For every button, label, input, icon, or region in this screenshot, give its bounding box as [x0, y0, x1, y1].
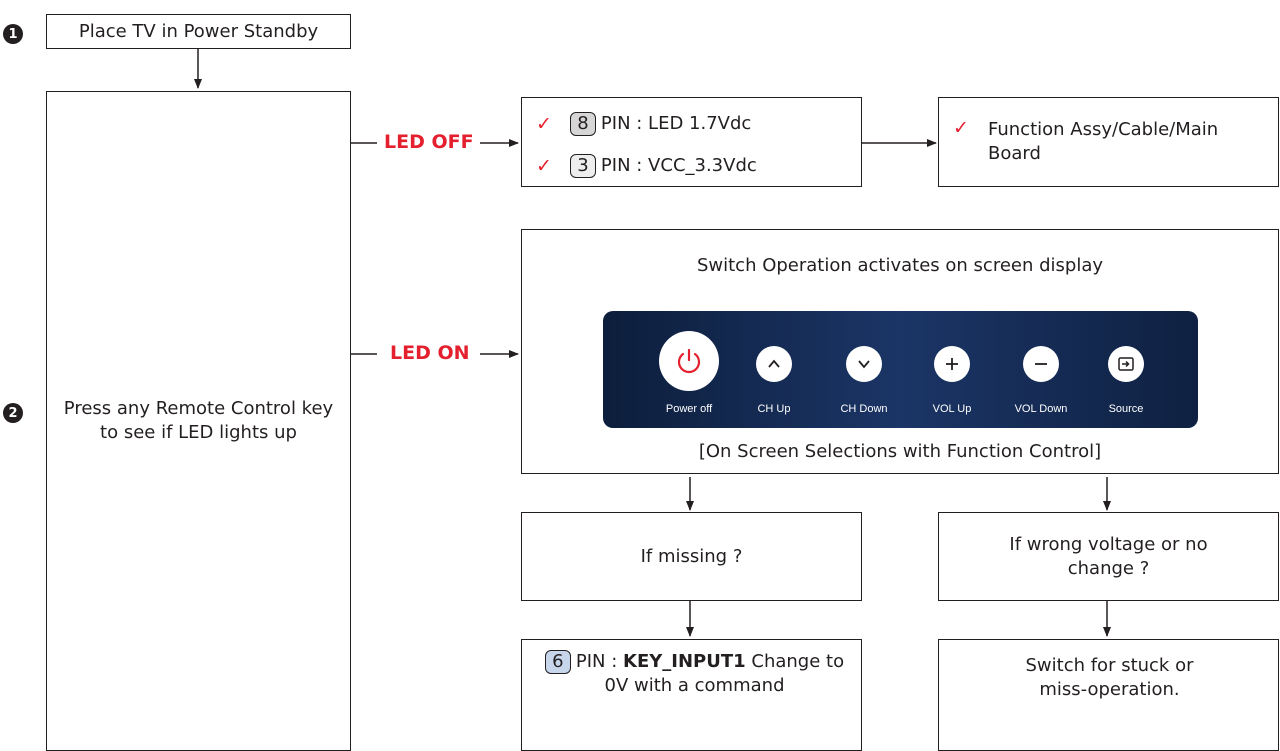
- remote-control-box-text: Press any Remote Control key to see if L…: [63, 398, 334, 443]
- standby-box-text: Place TV in Power Standby: [78, 20, 319, 42]
- remote-control-box: Press any Remote Control key to see if L…: [46, 91, 351, 751]
- plus-icon: [946, 358, 958, 370]
- chevron-up-icon: [768, 359, 780, 368]
- check-item-text: PIN : VCC_3.3Vdc: [600, 155, 757, 176]
- vol-up-button[interactable]: [934, 346, 970, 382]
- chevron-down-icon: [858, 360, 870, 369]
- on-screen-display-panel: Power off CH Up CH Down VOL Up VOL Down …: [603, 311, 1198, 428]
- switch-stuck-text: Switch for stuck or miss-operation.: [1025, 655, 1194, 700]
- power-off-label: Power off: [665, 403, 713, 415]
- check-icon: ✓: [536, 155, 552, 177]
- source-icon: [1118, 357, 1134, 371]
- standby-box: Place TV in Power Standby: [46, 14, 351, 49]
- ch-up-label: CH Up: [757, 403, 791, 415]
- source-label: Source: [1108, 403, 1144, 415]
- check-icon: ✓: [536, 113, 552, 135]
- step-1-marker: 1: [3, 24, 23, 44]
- if-missing-text: If missing ?: [640, 545, 743, 567]
- led-off-label: LED OFF: [384, 131, 474, 153]
- switch-stuck-box: Switch for stuck or miss-operation.: [938, 639, 1279, 751]
- if-missing-box: If missing ?: [521, 512, 862, 601]
- led-off-checks-box: ✓ 8 PIN : LED 1.7Vdc ✓ 3 PIN : VCC_3.3Vd…: [521, 97, 862, 187]
- check-item-text: PIN : LED 1.7Vdc: [600, 113, 752, 134]
- vol-down-button[interactable]: [1023, 346, 1059, 382]
- connector-lines: [194, 49, 1111, 637]
- pin-number-badge: 6: [544, 650, 571, 674]
- check-item: ✓ 8 PIN : LED 1.7Vdc: [536, 111, 751, 137]
- check-item: ✓ 3 PIN : VCC_3.3Vdc: [536, 153, 757, 179]
- osd-title: Switch Operation activates on screen dis…: [696, 255, 1104, 276]
- power-icon: [677, 348, 701, 374]
- key-input-name: KEY_INPUT1: [623, 651, 746, 672]
- key-input-action: Change to 0V with a command: [604, 651, 845, 696]
- function-assy-text: Function Assy/Cable/Main Board: [988, 119, 1219, 164]
- function-assy-box: ✓ Function Assy/Cable/Main Board: [938, 97, 1279, 187]
- source-button[interactable]: [1108, 346, 1144, 382]
- step-2-marker: 2: [3, 403, 23, 423]
- ch-down-button[interactable]: [846, 346, 882, 382]
- pin-prefix: PIN :: [575, 651, 624, 672]
- power-off-button[interactable]: [659, 331, 719, 391]
- if-wrong-voltage-box: If wrong voltage or no change ?: [938, 512, 1279, 601]
- pin-number-badge: 8: [569, 112, 596, 136]
- vol-down-label: VOL Down: [1014, 403, 1068, 415]
- led-on-label: LED ON: [390, 342, 470, 364]
- check-icon: ✓: [953, 117, 969, 139]
- vol-up-label: VOL Up: [932, 403, 972, 415]
- pin-number-badge: 3: [569, 154, 596, 178]
- ch-down-label: CH Down: [840, 403, 888, 415]
- minus-icon: [1035, 363, 1047, 365]
- ch-up-button[interactable]: [756, 346, 792, 382]
- if-wrong-voltage-text: If wrong voltage or no change ?: [1009, 533, 1208, 579]
- osd-caption: [On Screen Selections with Function Cont…: [698, 441, 1102, 462]
